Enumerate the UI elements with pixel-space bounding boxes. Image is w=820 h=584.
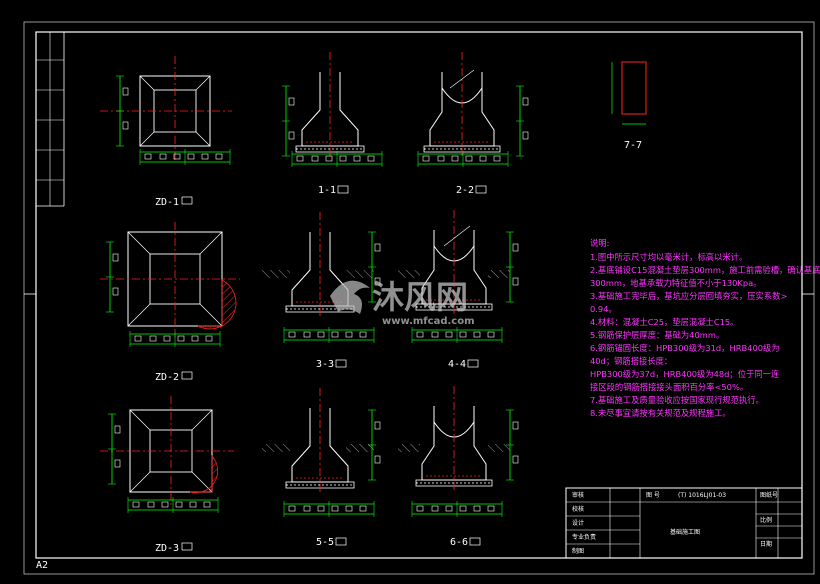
note-line-2: 2.基底铺设C15混凝土垫层300mm，施工前需验槽，确认基底 <box>590 265 820 275</box>
notes-title: 说明: <box>590 238 609 248</box>
note-line-6: 4.材料：混凝土C25，垫层混凝土C15。 <box>590 317 738 327</box>
view-label-2-2: 2-2 <box>456 185 474 196</box>
view-label-3-3: 3-3 <box>316 359 334 370</box>
view-label-zd1: ZD-1 <box>155 197 179 208</box>
title-block-drawing-no-label: 图 号 <box>646 492 660 499</box>
title-block-sheet-label: 图纸号 <box>760 491 778 499</box>
watermark-url: www.mfcad.com <box>382 316 475 327</box>
design-notes: 说明: 1.图中所示尺寸均以毫米计，标高以米计。 2.基底铺设C15混凝土垫层3… <box>590 238 820 418</box>
section-7-7 <box>611 61 647 125</box>
view-label-6-6: 6-6 <box>450 537 468 548</box>
watermark-brand: 沐风网 <box>372 278 468 316</box>
title-block-designer-label: 设计 <box>572 519 584 527</box>
section-3-3 <box>262 211 381 344</box>
note-line-9: 40d；钢筋搭接长度： <box>590 356 672 366</box>
title-block: 审核 校核 设计 专业负责 制图 图 号 (T) 1016LJ01-03 基础施… <box>565 487 803 559</box>
view-label-zd3: ZD-3 <box>155 543 179 554</box>
note-line-7: 5.钢筋保护层厚度：基础为40mm。 <box>590 330 724 340</box>
view-labels: ZD-1 1-1 2-2 7-7 ZD-2 3-3 4-4 ZD-3 5-5 6… <box>155 140 642 554</box>
title-block-reviewer-label: 校核 <box>572 505 584 513</box>
view-label-zd2: ZD-2 <box>155 372 179 383</box>
left-margin-strip <box>36 32 65 207</box>
section-1-1 <box>281 51 383 168</box>
plan-zd1 <box>100 56 232 166</box>
note-line-12: 7.基础施工及质量验收应按国家现行规范执行。 <box>590 395 764 405</box>
title-block-date-label: 日期 <box>760 540 772 548</box>
section-4-4 <box>398 209 519 344</box>
title-block-scale-label: 比例 <box>760 516 772 524</box>
title-block-lead-label: 专业负责 <box>572 533 596 541</box>
note-line-5: 0.94。 <box>590 304 617 314</box>
note-line-4: 3.基础施工完毕后，基坑应分层回填夯实，压实系数> <box>590 291 787 301</box>
title-block-drawing-title: 基础施工图 <box>670 528 700 536</box>
note-line-13: 8.未尽事宜请按有关规范及规程施工。 <box>590 408 731 418</box>
section-2-2 <box>417 51 529 168</box>
title-block-project-no: (T) 1016LJ01-03 <box>678 492 726 499</box>
note-line-1: 1.图中所示尺寸均以毫米计，标高以米计。 <box>590 252 747 262</box>
view-label-7-7: 7-7 <box>624 140 642 151</box>
title-block-checker-label: 审核 <box>572 491 584 499</box>
note-line-8: 6.钢筋锚固长度：HPB300级为31d，HRB400级为 <box>590 343 780 353</box>
section-6-6 <box>398 385 519 518</box>
plan-zd3 <box>100 396 234 514</box>
title-block-drafter-label: 制图 <box>572 547 584 555</box>
note-line-3: 300mm，地基承载力特征值不小于130Kpa。 <box>590 278 762 288</box>
view-label-4-4: 4-4 <box>448 359 466 370</box>
note-line-11: 接区段的钢筋搭接接头面积百分率<50%。 <box>590 382 748 392</box>
plan-zd2 <box>100 222 240 348</box>
sheet-outer-border <box>23 21 815 575</box>
view-label-1-1: 1-1 <box>318 185 336 196</box>
sheet-inner-border <box>35 31 803 559</box>
sheet-size-label: A2 <box>36 560 48 571</box>
watermark-logo: 沐风网 www.mfcad.com <box>330 278 475 327</box>
section-5-5 <box>262 387 381 518</box>
view-label-5-5: 5-5 <box>316 537 334 548</box>
note-line-10: HPB300级为37d，HRB400级为48d；位于同一连 <box>590 369 780 379</box>
